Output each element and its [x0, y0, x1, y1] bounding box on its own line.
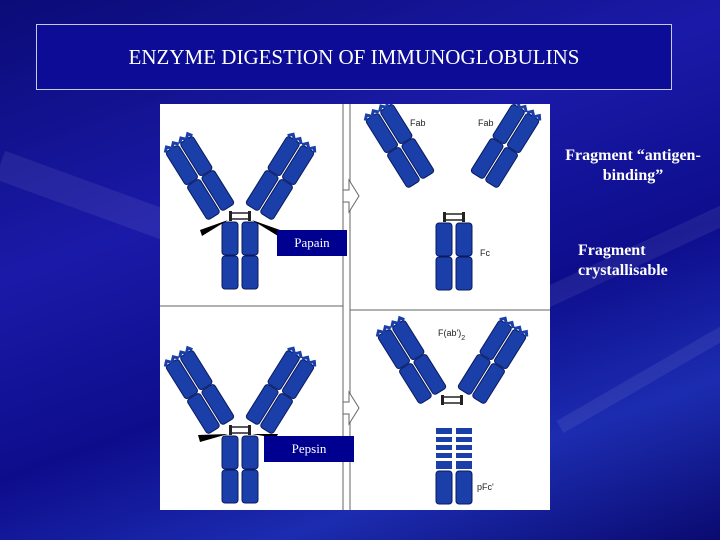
fab-label: Fab	[410, 118, 426, 128]
title-box: ENZYME DIGESTION OF IMMUNOGLOBULINS	[36, 24, 672, 90]
fc-description: Fragment crystallisable	[578, 242, 668, 279]
fc-fragment	[435, 211, 473, 291]
slide-title: ENZYME DIGESTION OF IMMUNOGLOBULINS	[128, 44, 580, 69]
papain-label: Papain	[277, 230, 347, 256]
fab-label: Fab	[478, 118, 494, 128]
pepsin-label: Pepsin	[264, 436, 354, 462]
antibody-pepsin	[163, 346, 317, 503]
pepsin-cleavage-wedge	[198, 434, 228, 442]
fab2-label: F(ab')2	[438, 328, 465, 342]
fab-description: Fragment “antigen-binding”	[565, 147, 701, 184]
fc-label: Fc	[480, 248, 490, 258]
fab-fragment	[361, 98, 437, 190]
digestion-diagram: Fab Fab Fc F(ab')2 pFc'	[160, 98, 550, 510]
pfc-label: pFc'	[477, 482, 494, 492]
arrow-icon	[342, 178, 360, 214]
arrow-icon	[342, 390, 360, 426]
fab-fragment	[468, 98, 544, 190]
pfc-fragments	[435, 428, 473, 505]
background-streak	[556, 290, 720, 434]
papain-cleavage-wedge	[200, 220, 228, 236]
papain-cleavage-wedge	[252, 220, 280, 236]
antibody-papain	[163, 132, 317, 289]
